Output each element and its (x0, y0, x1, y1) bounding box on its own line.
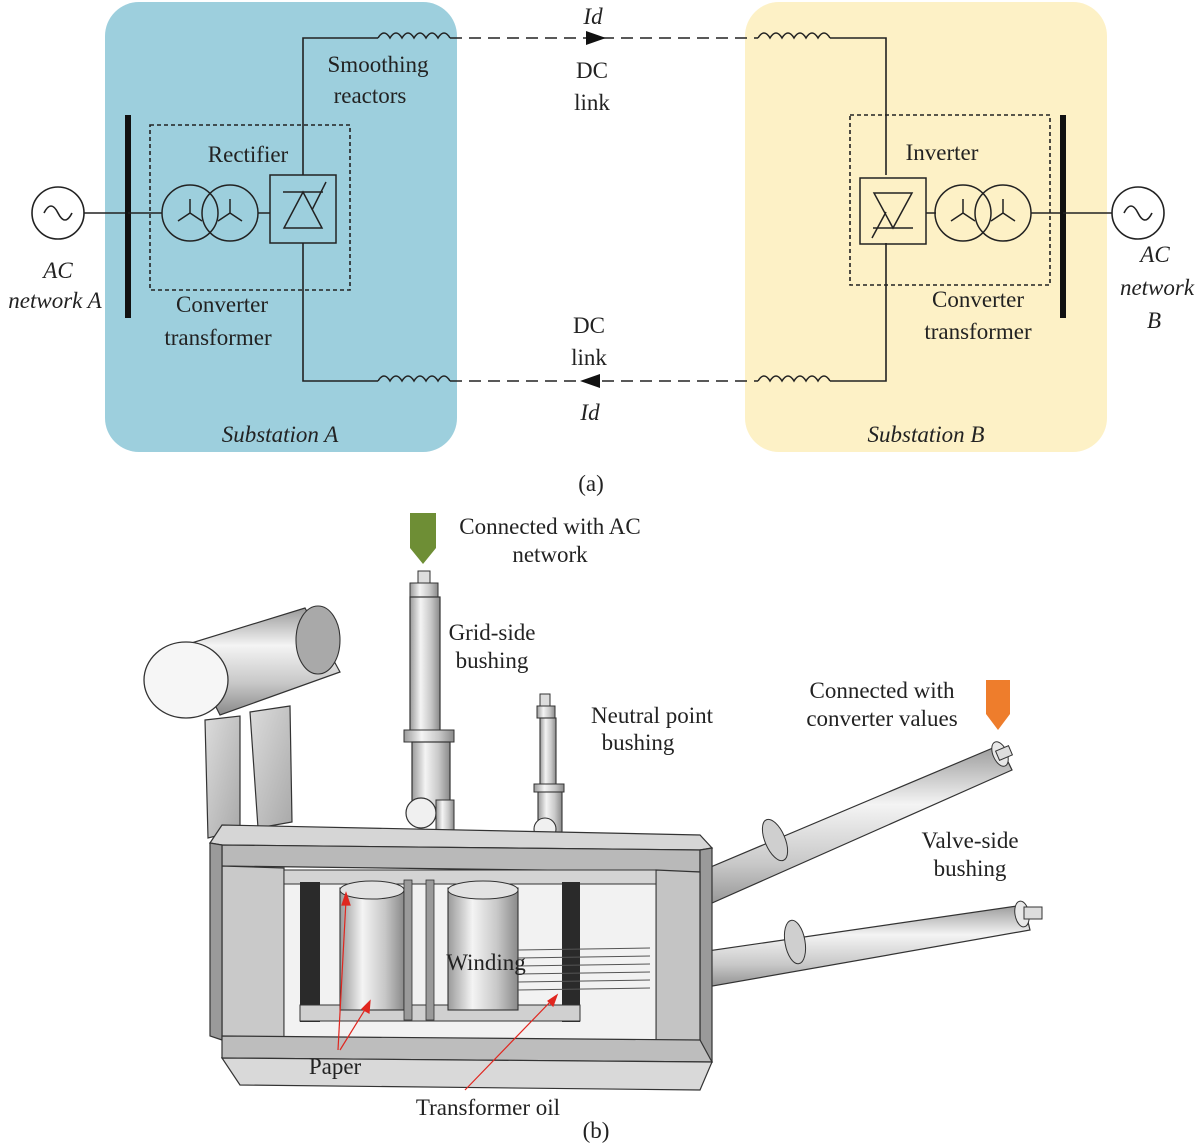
transformer-b-icon (934, 184, 1063, 242)
current-top-label: Id (582, 4, 603, 29)
annotation-arrows (337, 891, 559, 1091)
inverter-valve-icon (859, 177, 936, 245)
winding-label: Winding (446, 950, 526, 975)
dc-link-bottom-label-2: link (571, 345, 607, 370)
inverter-label: Inverter (906, 140, 979, 165)
caption-a: (a) (578, 471, 604, 496)
smoothing-reactor-a-bottom-icon (377, 375, 451, 383)
converter-transformer-a-box (149, 124, 351, 291)
smoothing-reactor-b-bottom-icon (757, 375, 831, 383)
ac-connection-label-1: Connected with AC (459, 514, 640, 539)
ac-network-a-label-2: network A (8, 288, 102, 313)
neutral-point-bushing-label-2: bushing (602, 730, 675, 755)
transformer-oil-label: Transformer oil (416, 1095, 560, 1120)
ac-source-a-icon (31, 186, 128, 240)
ac-connection-label-2: network (512, 542, 588, 567)
smoothing-reactors-label-2: reactors (334, 83, 407, 108)
substation-b-label: Substation B (868, 422, 985, 447)
current-arrow-bottom-icon (580, 374, 600, 388)
smoothing-reactor-a-top-icon (377, 32, 451, 40)
ac-network-b-label-3: B (1147, 308, 1161, 333)
grid-side-bushing (403, 570, 455, 831)
smoothing-reactors-label-1: Smoothing (328, 52, 429, 77)
valve-side-bushing-label-2: bushing (934, 856, 1007, 881)
ac-network-a-label-1: AC (41, 258, 73, 283)
substation-a-label: Substation A (222, 422, 339, 447)
grid-side-bushing-label-1: Grid-side (449, 620, 536, 645)
dc-link-top-label-2: link (574, 90, 610, 115)
rectifier-label: Rectifier (208, 142, 289, 167)
panel-a-diagram: AC network A Smoothing reactors Rectifie… (8, 2, 1195, 496)
valve-connection-arrow-icon (986, 680, 1010, 730)
grid-side-bushing-label-2: bushing (456, 648, 529, 673)
caption-b: (b) (583, 1118, 610, 1143)
neutral-point-bushing-label-1: Neutral point (591, 703, 714, 728)
conservator-tank (143, 605, 341, 839)
current-bottom-label: Id (579, 400, 600, 425)
transformer-a-icon (161, 184, 270, 242)
substation-a-box (105, 2, 457, 452)
converter-transformer-b-label-2: transformer (924, 319, 1032, 344)
paper-label: Paper (309, 1054, 362, 1079)
ac-network-b-label-1: AC (1138, 242, 1170, 267)
panel-b-illustration: Connected with AC network Grid-side bush… (143, 513, 1043, 1143)
converter-transformer-b-box (849, 114, 1051, 286)
valve-connection-label-1: Connected with (810, 678, 955, 703)
current-arrow-top-icon (586, 31, 606, 45)
converter-transformer-a-label-2: transformer (164, 325, 272, 350)
valve-side-bushing-label-1: Valve-side (921, 828, 1018, 853)
dc-link-bottom-label-1: DC (573, 313, 605, 338)
ac-network-b-label-2: network (1120, 275, 1195, 300)
transformer-tank (208, 824, 714, 1091)
dc-link-top-label-1: DC (576, 58, 608, 83)
valve-side-bushing-lower (670, 900, 1043, 999)
ac-connection-arrow-icon (410, 513, 436, 564)
valve-connection-label-2: converter values (806, 706, 957, 731)
smoothing-reactor-b-top-icon (757, 32, 831, 40)
converter-transformer-b-label-1: Converter (932, 287, 1024, 312)
neutral-point-bushing (533, 693, 565, 841)
ac-source-b-icon (1063, 186, 1165, 240)
converter-transformer-a-label-1: Converter (176, 292, 268, 317)
